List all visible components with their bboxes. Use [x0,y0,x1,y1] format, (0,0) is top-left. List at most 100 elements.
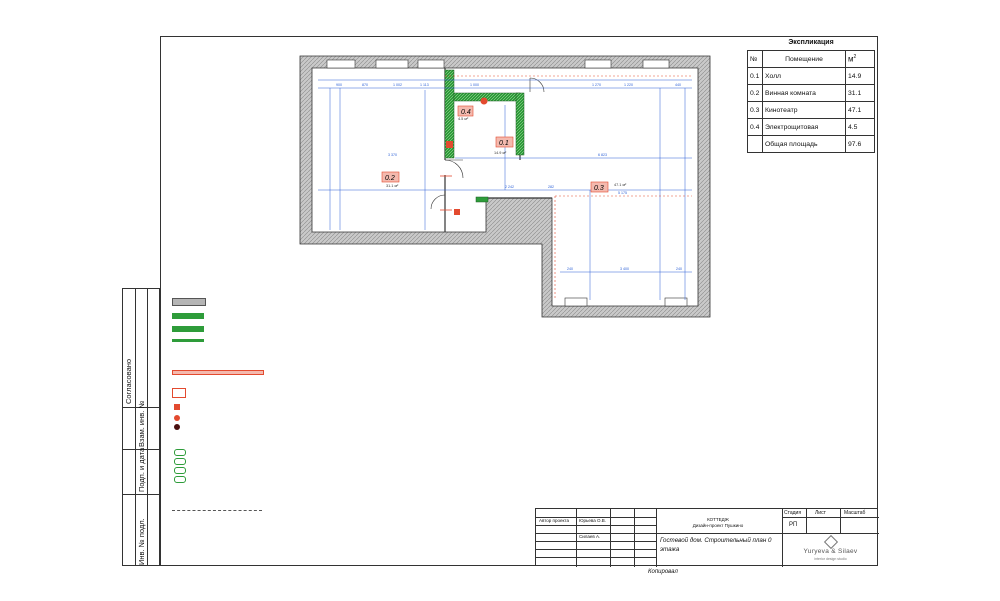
header-area: м2 [845,50,875,68]
row-room: Электрощитовая [762,118,846,136]
strip-divider [123,449,159,450]
header-no: № [747,50,763,68]
legend-swatch [174,404,180,410]
dimension-lines [318,79,692,300]
svg-text:3 370: 3 370 [388,153,397,157]
sheet-label: Лист [815,510,826,516]
legend-swatch [174,467,186,474]
logo-text: Yuryeva & Silaev [803,548,858,555]
title-block: Автор проекта Юрьева О.В. Силаев А. КОТТ… [535,508,879,567]
svg-text:240: 240 [676,267,682,271]
sheet-title-line1: Гостевой дом. Строительный план 0 [660,537,772,544]
legend-swatch [174,458,186,465]
strip-divider [135,289,136,565]
row-area: 4.5 [845,118,875,136]
company-line2: Дизайн-проект Пушкино [692,523,744,528]
total-empty [747,135,763,153]
svg-text:1 002: 1 002 [393,83,402,87]
svg-text:1 270: 1 270 [592,83,601,87]
svg-text:5 175: 5 175 [618,191,627,195]
legend-swatch [172,388,186,398]
red-dashed-lines [445,75,692,300]
header-room: Помещение [762,50,846,68]
room-tag-label: 0.2 [385,175,395,182]
legend-swatch [172,510,262,511]
header-area-sup: 2 [853,54,857,61]
table-row: 0.3 Кинотеатр 47.1 [747,101,875,119]
room-area: 31.1 м² [386,184,399,188]
svg-text:440: 440 [675,83,681,87]
room-tag-0-1: 0.1 [495,136,514,148]
strip-divider [123,407,159,408]
room-tag-label: 0.1 [499,140,509,147]
room-area: 47.1 м² [614,183,627,187]
stamp-divider [782,517,879,518]
row-area: 14.9 [845,67,875,85]
stage-label: Стадия [784,510,802,516]
author-label: Автор проекта [539,518,570,523]
logo-cell: Yuryeva & Silaev interior design studio [782,533,879,567]
svg-text:3 400: 3 400 [620,267,629,271]
logo-subtitle: interior design studio [814,557,847,561]
svg-text:6 823: 6 823 [598,153,607,157]
stamp-divider [536,549,656,550]
stamp-divider [840,509,841,533]
stamp-divider [536,517,656,518]
stamp-divider [536,541,656,542]
row-room: Холл [762,67,846,85]
svg-text:1 113: 1 113 [420,83,429,87]
room-areas: 14.9 м² 31.1 м² 47.1 м² 4.5 м² [386,117,627,188]
legend-swatch [174,449,186,456]
row-no: 0.2 [747,84,763,102]
row-no: 0.3 [747,101,763,119]
row-area: 47.1 [845,101,875,119]
green-walls [444,69,525,203]
row-room: Кинотеатр [762,101,846,119]
svg-text:2 242: 2 242 [505,185,514,189]
svg-text:870: 870 [362,83,368,87]
legend-swatch [172,313,204,319]
legend-swatch [172,298,206,306]
total-value: 97.6 [845,135,875,153]
stamp-left-cells: Автор проекта Юрьева О.В. Силаев А. [536,509,657,567]
stamp-divider [806,509,807,533]
stamp-title-cell: КОТТЕДЖ Дизайн-проект Пушкино Гостевой д… [656,509,783,567]
scale-label: Масштаб [844,510,866,516]
door-swings [430,77,545,210]
side-title-strip: Согласовано Взам. инв. № Подп. и дата Ин… [122,288,160,566]
legend-swatch [174,424,180,430]
room-area: 14.9 м² [494,151,507,155]
row-no: 0.4 [747,118,763,136]
stamp-divider [576,509,577,567]
legend-swatch [172,339,204,342]
designer-name: Силаев А. [579,534,601,539]
strip-divider [123,494,159,495]
room-tag-label: 0.3 [594,185,604,192]
svg-text:282: 282 [548,185,554,189]
svg-text:1 000: 1 000 [470,83,479,87]
stamp-divider [536,557,656,558]
sheet-title-line2: этажа [660,546,680,553]
exterior-walls [299,55,711,318]
row-no: 0.1 [747,67,763,85]
stamp-divider [536,525,656,526]
copied-label: Копировал [648,569,678,575]
drawing-sheet-frame [160,36,878,566]
stage-value: РП [789,522,798,528]
strip-divider [147,289,148,565]
stamp-divider [656,533,782,534]
row-room: Винная комната [762,84,846,102]
row-area: 31.1 [845,84,875,102]
legend-swatch [172,326,204,332]
explication-table: Экспликация № Помещение м2 0.1 Холл 14.9… [747,36,875,153]
company-line1: КОТТЕДЖ [707,517,729,522]
red-markers [440,97,488,215]
table-row: 0.1 Холл 14.9 [747,67,875,85]
legend-swatch [172,370,264,375]
table-row: 0.4 Электрощитовая 4.5 [747,118,875,136]
table-total-row: Общая площадь 97.6 [747,135,875,153]
legend-swatch [174,415,180,421]
svg-text:1 220: 1 220 [624,83,633,87]
